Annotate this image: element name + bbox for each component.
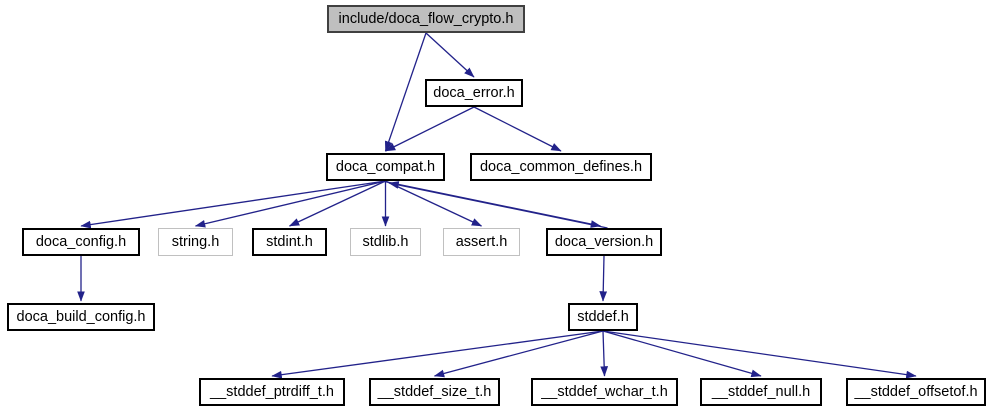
node-stddef_h[interactable]: stddef.h — [568, 303, 638, 331]
node-stdint_h[interactable]: stdint.h — [252, 228, 327, 256]
node-label: stdlib.h — [362, 234, 409, 250]
edge-doca_compat-to-doca_config — [80, 180, 386, 229]
node-stddef_ptrdiff[interactable]: __stddef_ptrdiff_t.h — [199, 378, 345, 406]
node-stddef_null[interactable]: __stddef_null.h — [700, 378, 822, 406]
node-label: __stddef_wchar_t.h — [541, 384, 668, 400]
edge-stddef_h-to-stddef_wchar — [600, 330, 609, 377]
edge-doca_version-to-doca_compat — [388, 181, 608, 229]
node-label: __stddef_size_t.h — [377, 384, 492, 400]
edge-doca_error-to-doca_common_defines — [473, 106, 562, 152]
node-doca_error[interactable]: doca_error.h — [425, 79, 523, 107]
node-stddef_offsetof[interactable]: __stddef_offsetof.h — [846, 378, 986, 406]
node-label: include/doca_flow_crypto.h — [338, 11, 514, 27]
node-label: doca_config.h — [35, 234, 127, 250]
node-label: doca_error.h — [433, 85, 515, 101]
node-doca_common_defines[interactable]: doca_common_defines.h — [470, 153, 652, 181]
edge-stddef_h-to-stddef_ptrdiff — [271, 330, 604, 379]
node-label: __stddef_offsetof.h — [854, 384, 978, 400]
edge-doca_compat-to-stdint_h — [288, 180, 386, 227]
node-label: doca_compat.h — [335, 159, 436, 175]
node-label: stdint.h — [266, 234, 313, 250]
node-doca_compat[interactable]: doca_compat.h — [326, 153, 445, 181]
node-doca_flow_crypto[interactable]: include/doca_flow_crypto.h — [327, 5, 525, 33]
edge-doca_version-to-stddef_h — [599, 255, 608, 302]
node-label: string.h — [171, 234, 220, 250]
edge-doca_flow_crypto-to-doca_compat — [384, 32, 427, 152]
node-stddef_size[interactable]: __stddef_size_t.h — [369, 378, 500, 406]
node-label: doca_version.h — [554, 234, 654, 250]
node-assert_h[interactable]: assert.h — [443, 228, 520, 256]
node-label: __stddef_null.h — [711, 384, 811, 400]
edge-stddef_h-to-stddef_null — [602, 330, 762, 378]
edge-doca_error-to-doca_compat — [384, 106, 475, 152]
node-label: doca_build_config.h — [16, 309, 146, 325]
node-string_h[interactable]: string.h — [158, 228, 233, 256]
node-doca_version[interactable]: doca_version.h — [546, 228, 662, 256]
node-label: __stddef_ptrdiff_t.h — [210, 384, 334, 400]
node-stddef_wchar[interactable]: __stddef_wchar_t.h — [531, 378, 678, 406]
edge-stddef_h-to-stddef_offsetof — [602, 330, 917, 379]
edge-doca_compat-to-string_h — [194, 180, 386, 228]
node-label: doca_common_defines.h — [479, 159, 643, 175]
node-label: assert.h — [455, 234, 508, 250]
edge-doca_flow_crypto-to-doca_error — [425, 32, 475, 78]
node-doca_config[interactable]: doca_config.h — [22, 228, 140, 256]
edge-doca_compat-to-assert_h — [385, 180, 483, 227]
edge-stddef_h-to-stddef_size — [433, 330, 604, 378]
node-label: stddef.h — [577, 309, 629, 325]
node-doca_build_config[interactable]: doca_build_config.h — [7, 303, 155, 331]
node-stdlib_h[interactable]: stdlib.h — [350, 228, 421, 256]
